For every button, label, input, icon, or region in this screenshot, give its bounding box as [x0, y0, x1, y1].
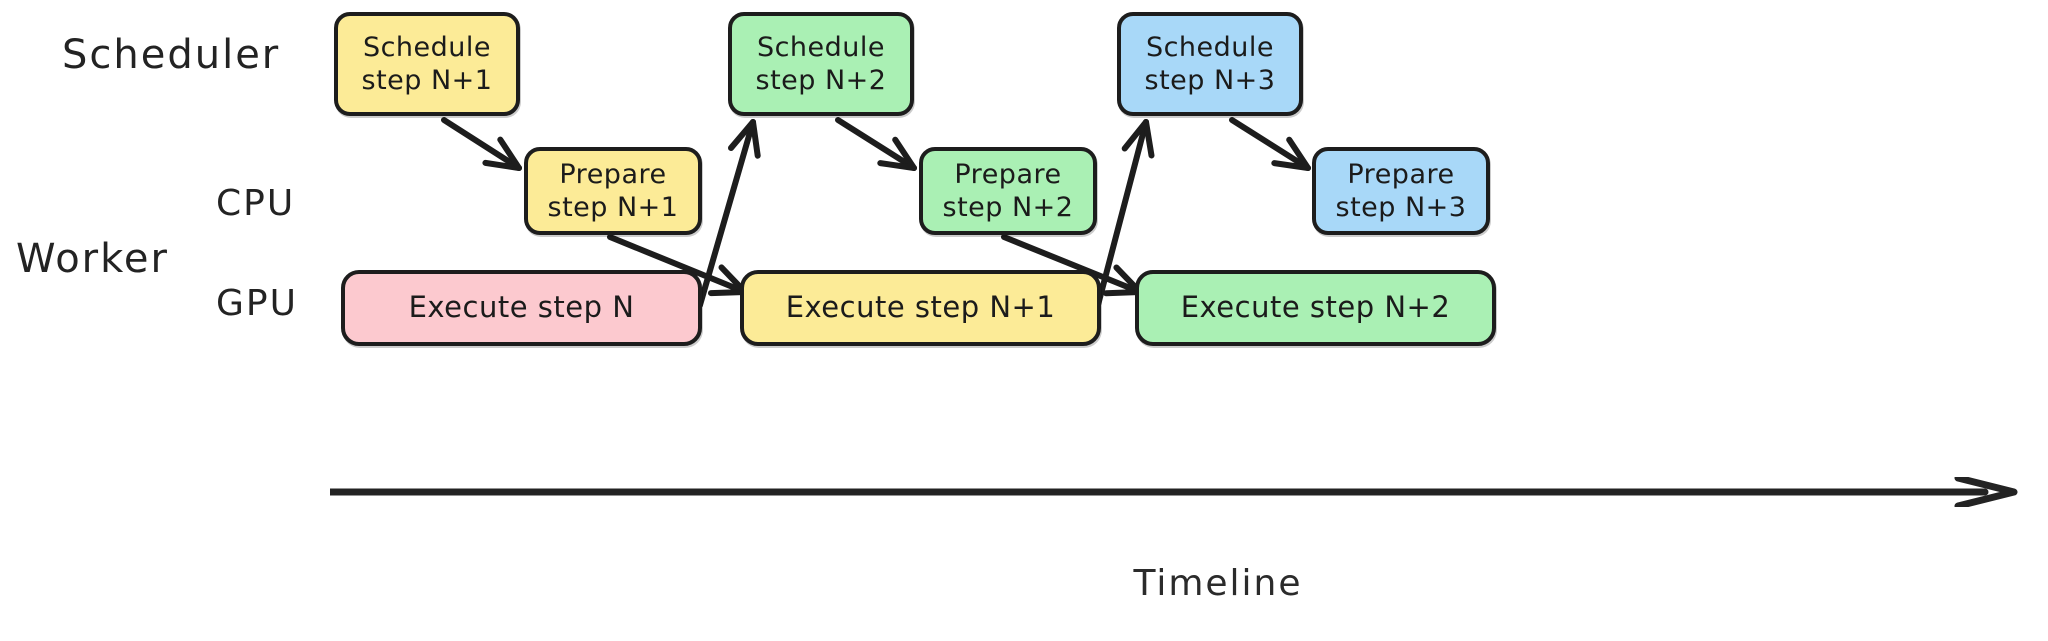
task-box-execute-n2[interactable]: Execute step N+2: [1135, 270, 1496, 346]
task-box-label-line2: step N+2: [942, 192, 1074, 223]
timeline-label: Timeline: [1133, 563, 1303, 604]
timeline-axis: [330, 477, 2018, 507]
task-box-label-line1: Execute step N+1: [785, 290, 1056, 325]
task-box-label-line2: step N+1: [361, 65, 493, 96]
task-box-label-line1: Execute step N+2: [1180, 290, 1451, 325]
arrow-schedule-n2-to-prepare-n2: [835, 117, 917, 171]
lane-label-gpu: GPU: [216, 283, 298, 324]
task-box-label-line2: step N+3: [1144, 65, 1276, 96]
task-box-label-line1: Schedule: [1145, 31, 1275, 63]
arrow-schedule-n1-to-prepare-n1: [441, 117, 522, 171]
task-box-label-line1: Execute step N: [408, 290, 635, 325]
arrow-schedule-n3-to-prepare-n3: [1229, 117, 1311, 171]
lane-label-cpu: CPU: [216, 183, 296, 224]
task-box-label-line2: step N+3: [1335, 192, 1467, 223]
task-box-label-line1: Prepare: [559, 158, 667, 190]
task-box-label-line2: step N+2: [755, 65, 887, 96]
lane-label-scheduler: Scheduler: [62, 32, 281, 78]
task-box-label-line2: step N+1: [547, 192, 679, 223]
task-box-label-line1: Prepare: [954, 158, 1062, 190]
task-box-label-line1: Schedule: [362, 31, 492, 63]
task-box-execute-n1[interactable]: Execute step N+1: [740, 270, 1101, 346]
task-box-execute-n[interactable]: Execute step N: [341, 270, 702, 346]
task-box-label-line1: Schedule: [756, 31, 886, 63]
task-box-label-line1: Prepare: [1347, 158, 1455, 190]
lane-label-worker: Worker: [16, 236, 169, 282]
